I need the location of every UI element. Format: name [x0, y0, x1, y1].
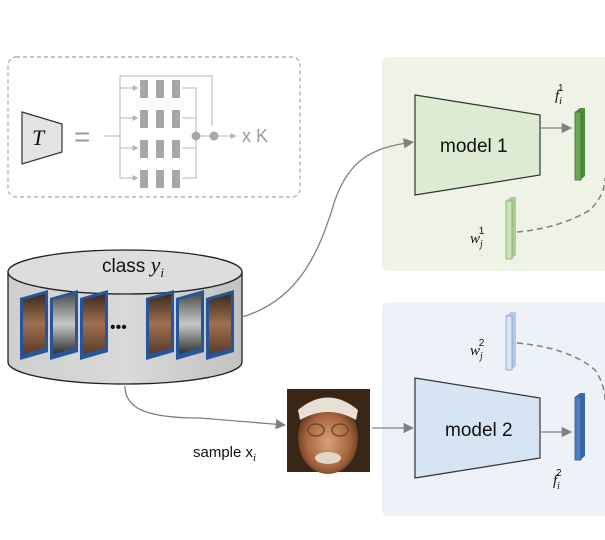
- face-image-5: [176, 290, 204, 360]
- model1-dashed-connector: [516, 177, 605, 233]
- model1-label: model 1: [440, 136, 508, 157]
- model2-panel: model 2 fi2 wj2: [382, 302, 605, 516]
- sum-node-1: [191, 131, 201, 141]
- sum-node-2: [209, 131, 219, 141]
- sample-label: sample xi: [193, 444, 256, 464]
- ellipsis-dots: •••: [110, 319, 127, 336]
- model2-trapezoid: [414, 377, 541, 479]
- model2-label: model 2: [445, 420, 513, 441]
- class-label: class yi: [102, 252, 164, 280]
- model1-weight-label: wj1: [470, 226, 485, 250]
- model1-feature-vector: [574, 108, 585, 181]
- arrow-dataset-to-sample: [124, 385, 287, 430]
- dataset-cylinder: class yi •••: [7, 249, 243, 385]
- model1-panel: model 1 fi1 wj1: [382, 57, 605, 271]
- face-image-4: [146, 290, 174, 360]
- transform-trapezoid: [21, 111, 63, 165]
- model1-weight-vector: [505, 197, 516, 260]
- arrow-dataset-to-model1: [241, 138, 415, 318]
- conv-blocks: [140, 80, 180, 188]
- model2-weight-vector: [505, 312, 516, 371]
- model2-feature-label: fi2: [553, 468, 562, 492]
- model2-dashed-connector: [516, 342, 605, 401]
- face-image-3: [80, 290, 108, 360]
- transform-network-diagram: [104, 75, 237, 181]
- transform-symbol: T: [32, 125, 46, 150]
- model2-weight-label: wj2: [470, 338, 485, 362]
- equals-sign: =: [74, 121, 90, 152]
- face-image-1: [20, 290, 48, 360]
- repeat-k-label: x K: [242, 126, 268, 146]
- transform-definition-box: T = x K: [7, 56, 301, 198]
- model1-feature-label: fi1: [555, 83, 564, 107]
- model1-trapezoid: [414, 94, 541, 196]
- model2-feature-vector: [574, 393, 585, 461]
- sample-face-image: [287, 389, 370, 474]
- face-image-6: [206, 290, 234, 360]
- face-image-2: [50, 290, 78, 360]
